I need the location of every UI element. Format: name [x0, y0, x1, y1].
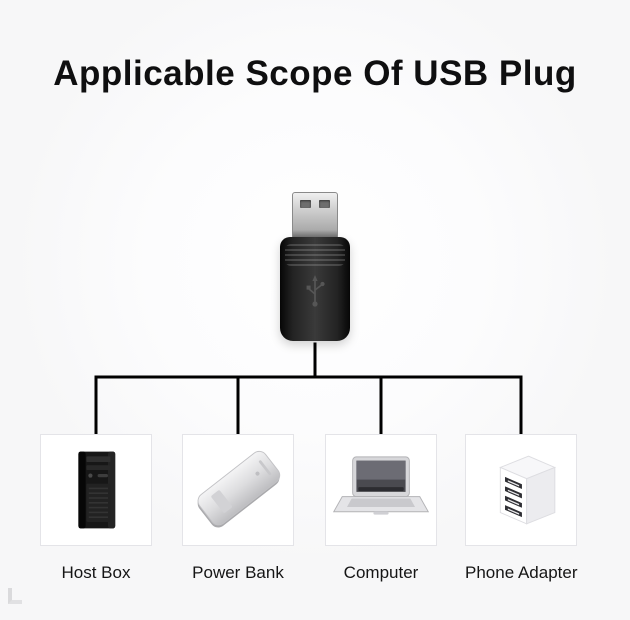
product-image-frame	[325, 434, 437, 546]
product-card-computer: Computer	[325, 434, 437, 583]
product-card-phone-adapter: Phone Adapter	[465, 434, 577, 583]
host-box-icon	[78, 451, 116, 529]
product-card-host-box: Host Box	[40, 434, 152, 583]
product-label: Power Bank	[192, 563, 284, 582]
product-image-frame	[40, 434, 152, 546]
product-label: Host Box	[61, 563, 131, 582]
power-bank-icon	[197, 450, 281, 528]
product-image-frame	[182, 434, 294, 546]
product-label: Phone Adapter	[465, 563, 578, 582]
usb-plug-grip-ridges	[285, 244, 345, 266]
usb-plug-hole	[300, 200, 311, 208]
usb-trident-icon	[306, 275, 325, 307]
product-label: Computer	[343, 563, 419, 582]
usb-plug-body	[280, 237, 350, 341]
phone-adapter-icon	[499, 455, 557, 525]
usb-plug-hole	[319, 200, 330, 208]
page-title: Applicable Scope Of USB Plug	[53, 54, 577, 93]
usb-plug-icon	[280, 192, 350, 341]
laptop-icon	[332, 456, 430, 515]
usb-plug-metal-connector	[292, 192, 338, 238]
corner-watermark	[8, 588, 22, 604]
product-image-frame	[465, 434, 577, 546]
product-card-power-bank: Power Bank	[182, 434, 294, 583]
